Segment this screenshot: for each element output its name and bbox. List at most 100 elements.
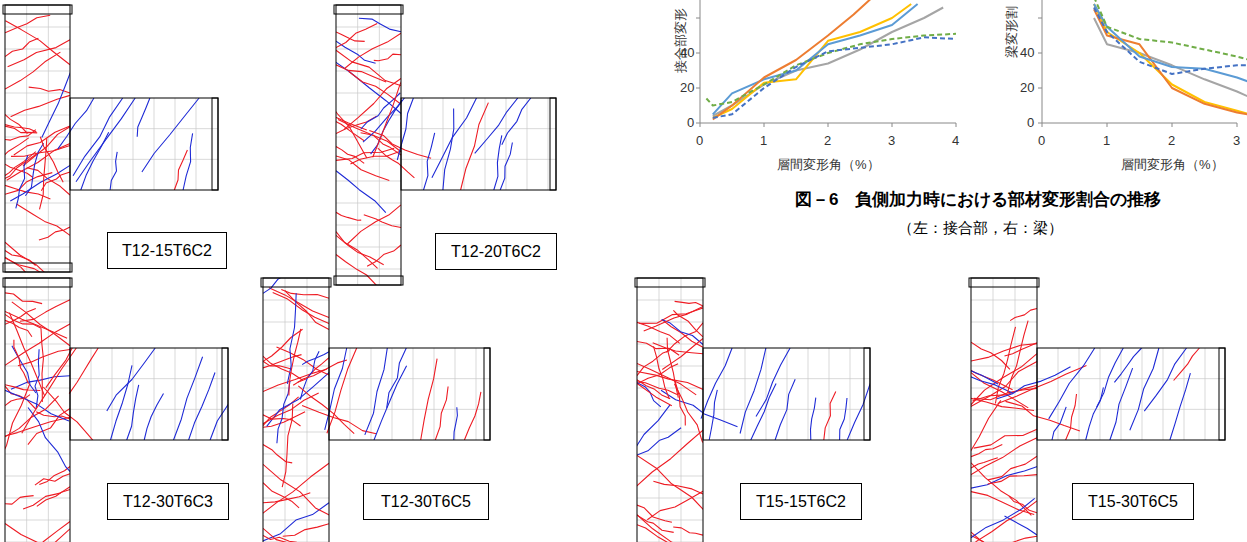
crack-line (1086, 387, 1104, 440)
grid-line (724, 348, 725, 440)
crack-line (25, 143, 43, 196)
tick-label: 0 (687, 116, 694, 131)
crack-line (5, 242, 64, 289)
crack-line (5, 524, 71, 542)
specimen-name: T15-15T6C2 (756, 493, 846, 511)
grid-line (263, 322, 329, 323)
data-series (706, 34, 956, 106)
crack-line (5, 130, 36, 141)
grid-line (5, 476, 70, 477)
crack-line (811, 398, 816, 440)
crack-line (144, 394, 163, 441)
grid-line (5, 137, 70, 138)
tick-mark (1042, 123, 1043, 127)
column-cap (334, 5, 403, 14)
column-cap (334, 276, 403, 285)
column-outline (336, 5, 401, 285)
crack-line (1008, 321, 1029, 393)
tick-mark (1038, 18, 1042, 19)
tick-mark (696, 88, 700, 89)
crack-line (5, 52, 60, 89)
crack-line (5, 496, 34, 505)
specimen-label-box: T12-15T6C2 (107, 232, 227, 269)
crack-line (667, 338, 678, 398)
tick-mark (1038, 88, 1042, 89)
tick-label: 20 (680, 81, 694, 96)
crack-line (988, 456, 1037, 480)
crack-line (906, 343, 998, 384)
tick-mark (1107, 123, 1108, 127)
grid-line (70, 378, 228, 379)
crack-line (336, 50, 404, 86)
crack-line (0, 97, 28, 134)
crack-line (40, 137, 63, 182)
tick-label: 1 (1103, 134, 1110, 149)
crack-line (17, 204, 71, 235)
data-series (713, 0, 873, 120)
crack-line (18, 522, 70, 542)
crack-line (637, 342, 679, 356)
crack-line (5, 395, 30, 406)
grid-line (1121, 348, 1122, 440)
grid-line (379, 5, 380, 285)
grid-line (548, 98, 549, 190)
tick-label: 20 (1020, 81, 1034, 96)
crack-line (378, 148, 415, 178)
crack-line (443, 109, 454, 191)
crack-line (263, 268, 296, 293)
grid-line (263, 432, 329, 433)
grid-line (413, 348, 414, 440)
crack-line (998, 365, 1087, 403)
grid-line (829, 348, 830, 440)
crack-line (971, 492, 1034, 515)
specimen-label-box: T12-30T6C3 (107, 483, 229, 520)
grid-line (329, 378, 490, 379)
tick-mark (696, 18, 700, 19)
crack-line (1049, 348, 1095, 419)
crack-line (273, 292, 329, 323)
crack-line (1052, 407, 1066, 440)
tick-label: 0 (1038, 134, 1045, 149)
grid-line (422, 98, 423, 190)
crack-line (675, 381, 685, 426)
crack-line (1144, 348, 1186, 411)
grid-line (133, 348, 134, 440)
specimen-name: T12-30T6C5 (381, 493, 471, 511)
crack-line (361, 93, 400, 129)
crack-line (16, 156, 28, 209)
crack-line (968, 344, 1037, 362)
grid-line (5, 410, 70, 411)
tick-mark (1172, 123, 1173, 127)
grid-line (5, 49, 70, 50)
crack-line (2, 152, 36, 178)
crack-line (142, 98, 199, 172)
line-chart (1038, 0, 1247, 127)
crack-line (500, 143, 512, 191)
crack-line (709, 390, 717, 440)
grid-line (5, 203, 70, 204)
crack-line (336, 65, 386, 82)
crack-line (336, 23, 377, 47)
crack-line (252, 349, 303, 381)
crack-line (639, 308, 703, 324)
crack-line (10, 165, 70, 201)
grid-line (5, 225, 70, 226)
crack-line (300, 351, 319, 399)
grid-line (336, 93, 401, 94)
crack-line (367, 245, 401, 266)
crack-line (344, 79, 401, 130)
grid-line (637, 366, 703, 367)
column-cap (969, 278, 1039, 287)
grid-line (263, 476, 329, 477)
crack-line (9, 313, 44, 397)
crack-line (1130, 348, 1159, 430)
crack-line (637, 515, 707, 542)
grid-line (112, 98, 113, 190)
grid-line (443, 98, 444, 190)
grid-lines (263, 278, 490, 542)
beam-end-plate (550, 98, 556, 190)
tick-mark (892, 123, 893, 127)
grid-line (336, 115, 401, 116)
crack-line (137, 98, 150, 137)
beam-outline (70, 348, 228, 440)
